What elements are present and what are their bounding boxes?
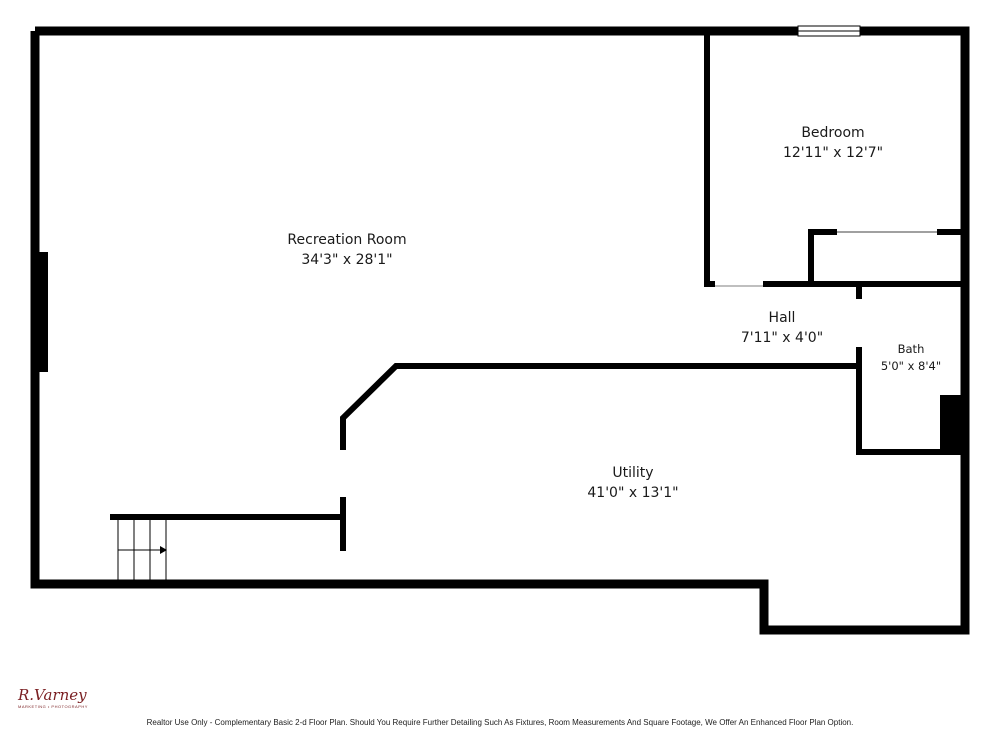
room-name: Bath <box>897 342 925 356</box>
bath-label: Bath 5'0" x 8'4" <box>866 341 956 375</box>
recreation-room-label: Recreation Room 34'3" x 28'1" <box>247 230 447 270</box>
utility-top-wall <box>340 363 860 450</box>
exterior-wall-outline <box>30 26 970 635</box>
left-wall-feature <box>38 252 48 372</box>
room-name: Utility <box>612 465 654 481</box>
room-dimensions: 7'11" x 4'0" <box>740 330 824 346</box>
logo-text: R.Varney <box>18 686 87 704</box>
room-name: Bedroom <box>801 125 865 141</box>
bath-fixture <box>940 395 962 451</box>
logo-subtext: MARKETING • PHOTOGRAPHY <box>18 704 88 709</box>
room-name: Hall <box>768 310 796 326</box>
brand-logo: R.Varney MARKETING • PHOTOGRAPHY <box>18 686 88 712</box>
room-dimensions: 12'11" x 12'7" <box>782 145 884 161</box>
exterior-walls <box>30 26 970 635</box>
interior-walls <box>110 31 965 551</box>
bedroom-label: Bedroom 12'11" x 12'7" <box>753 123 913 163</box>
stairs-arrow-icon <box>117 520 167 580</box>
top-window <box>797 25 861 37</box>
footer-disclaimer: Realtor Use Only - Complementary Basic 2… <box>146 718 854 727</box>
room-dimensions: 5'0" x 8'4" <box>880 359 942 373</box>
room-dimensions: 41'0" x 13'1" <box>587 485 679 501</box>
hall-label: Hall 7'11" x 4'0" <box>722 308 842 348</box>
utility-label: Utility 41'0" x 13'1" <box>553 463 713 503</box>
room-dimensions: 34'3" x 28'1" <box>301 252 393 268</box>
room-name: Recreation Room <box>287 232 407 248</box>
